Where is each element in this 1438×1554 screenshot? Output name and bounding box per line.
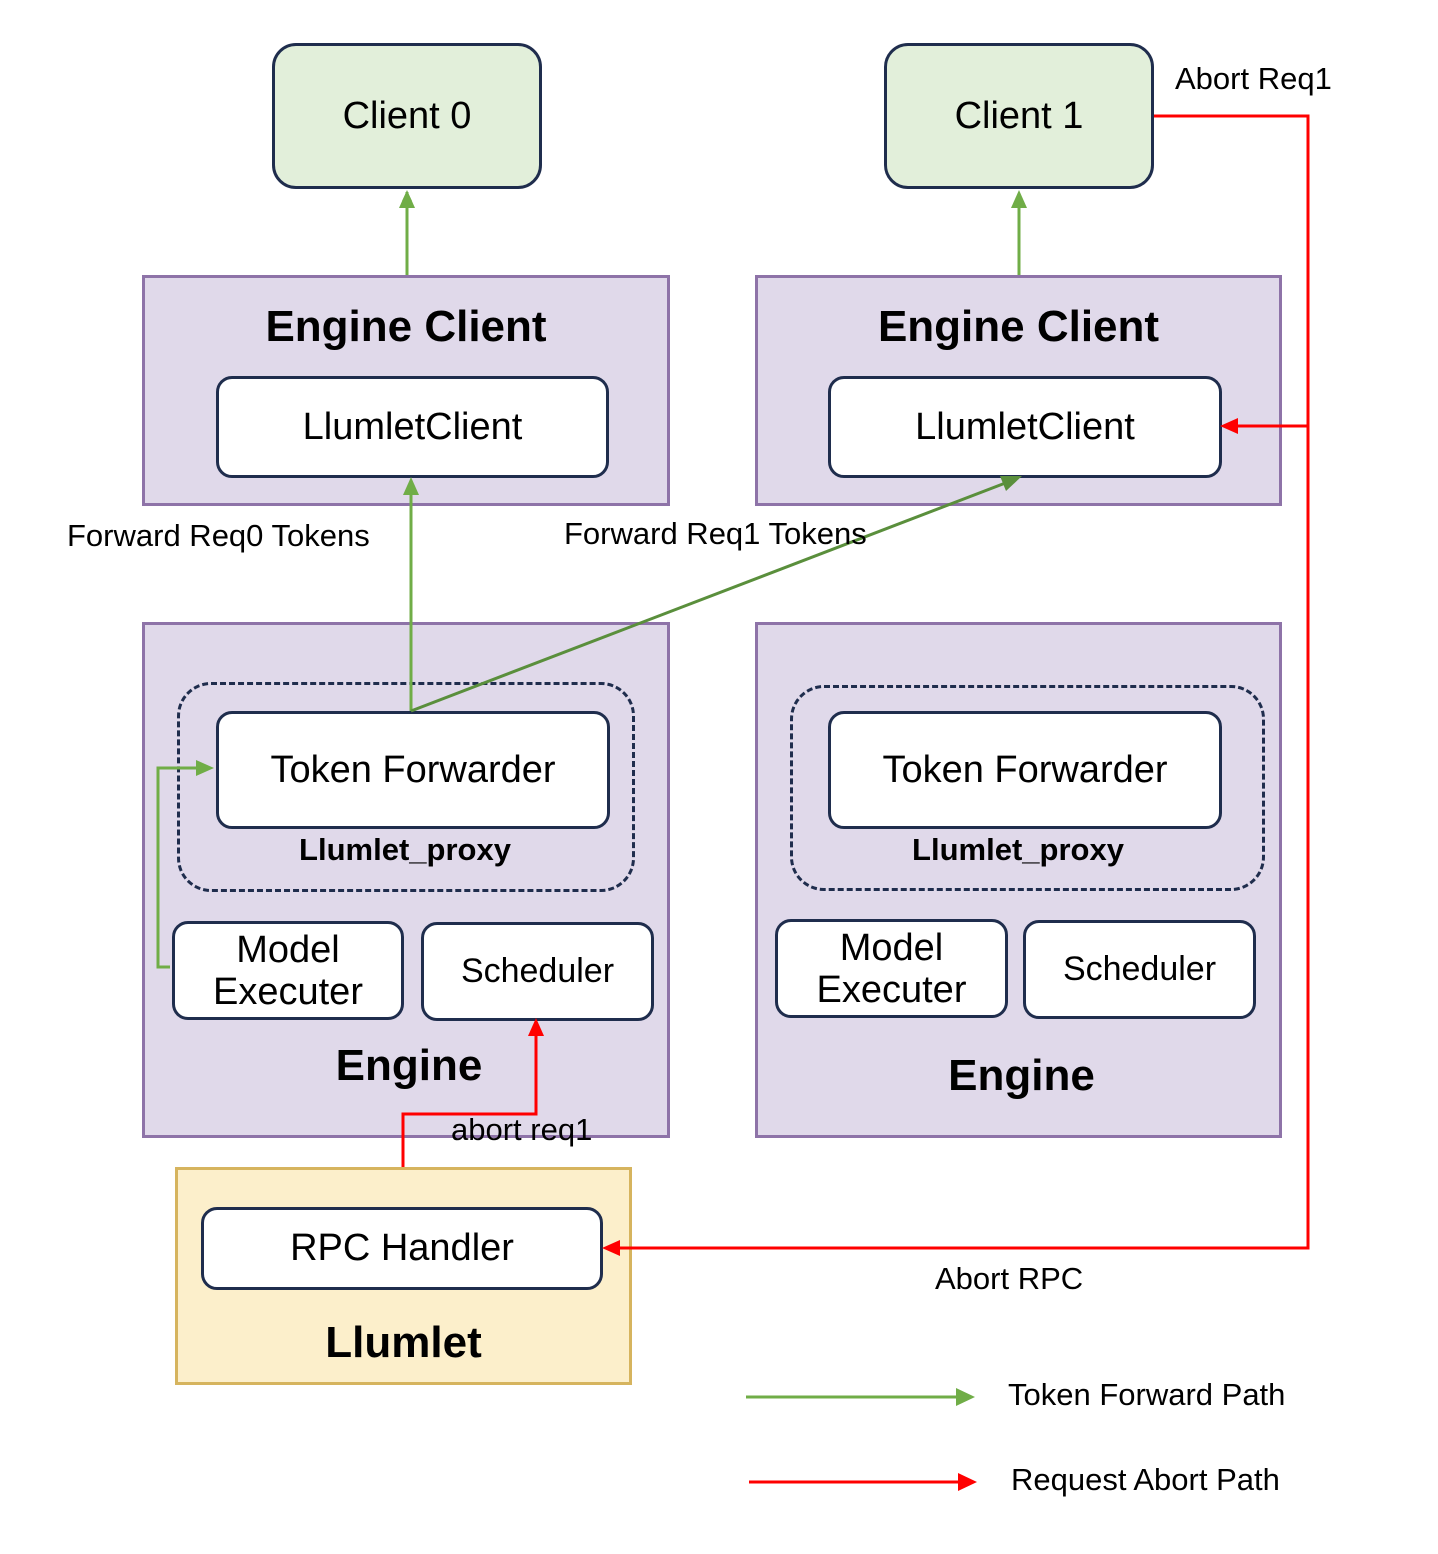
llumlet-client-0-label: LlumletClient <box>302 405 523 448</box>
token-forwarder-1-label: Token Forwarder <box>882 748 1168 791</box>
abort-req1-label: Abort Req1 <box>1175 61 1332 96</box>
engine-0-title: Engine <box>335 1041 483 1090</box>
llumlet-client-0: LlumletClient <box>216 376 609 478</box>
legend-abort-arrowhead <box>958 1473 977 1491</box>
engine-client-1: Engine Client LlumletClient <box>755 275 1282 506</box>
engine-client-0-title: Engine Client <box>265 302 547 351</box>
scheduler-0: Scheduler <box>421 922 654 1021</box>
token-forwarder-0-label: Token Forwarder <box>270 748 556 791</box>
scheduler-1: Scheduler <box>1023 920 1256 1019</box>
llumlet: RPC Handler Llumlet <box>175 1167 632 1385</box>
model-executer-1: Model Executer <box>775 919 1008 1018</box>
client-0-label: Client 0 <box>342 94 472 137</box>
client-1-box: Client 1 <box>884 43 1154 189</box>
forward-req1-label: Forward Req1 Tokens <box>564 516 867 551</box>
llumlet-proxy-1-label: Llumlet_proxy <box>912 832 1124 867</box>
engine-1-title: Engine <box>948 1051 1095 1100</box>
client-0-box: Client 0 <box>272 43 542 189</box>
client-1-label: Client 1 <box>954 94 1084 137</box>
token-forwarder-0: Token Forwarder <box>216 711 610 829</box>
arrowhead-client-0 <box>399 190 415 208</box>
rpc-handler: RPC Handler <box>201 1207 603 1290</box>
engine-client-1-title: Engine Client <box>877 302 1160 351</box>
model-executer-1-line2: Executer <box>816 968 967 1011</box>
llumlet-client-1: LlumletClient <box>828 376 1222 478</box>
engine-client-0: Engine Client LlumletClient <box>142 275 670 506</box>
forward-req0-label: Forward Req0 Tokens <box>67 518 370 553</box>
legend-token-forward-label: Token Forward Path <box>1008 1377 1286 1412</box>
scheduler-0-label: Scheduler <box>460 952 615 990</box>
model-executer-0-line2: Executer <box>213 970 363 1013</box>
engine-1: Token Forwarder Llumlet_proxy Model Exec… <box>755 622 1282 1138</box>
abort-rpc-label: Abort RPC <box>935 1261 1084 1296</box>
engine-0: Token Forwarder Llumlet_proxy Model Exec… <box>142 622 670 1138</box>
arrowhead-client-1 <box>1011 190 1027 208</box>
token-forwarder-1: Token Forwarder <box>828 711 1222 829</box>
llumlet-title: Llumlet <box>325 1318 482 1367</box>
legend-token-arrowhead <box>956 1388 975 1406</box>
scheduler-1-label: Scheduler <box>1062 950 1217 988</box>
rpc-handler-label: RPC Handler <box>290 1227 514 1269</box>
llumlet-proxy-0-label: Llumlet_proxy <box>299 832 511 867</box>
model-executer-0-line1: Model <box>236 928 340 971</box>
llumlet-client-1-label: LlumletClient <box>915 405 1135 448</box>
abort-req1-engine-label: abort req1 <box>451 1112 593 1147</box>
model-executer-1-line1: Model <box>839 926 944 969</box>
model-executer-0: Model Executer <box>172 921 404 1020</box>
legend-request-abort-label: Request Abort Path <box>1011 1462 1280 1497</box>
